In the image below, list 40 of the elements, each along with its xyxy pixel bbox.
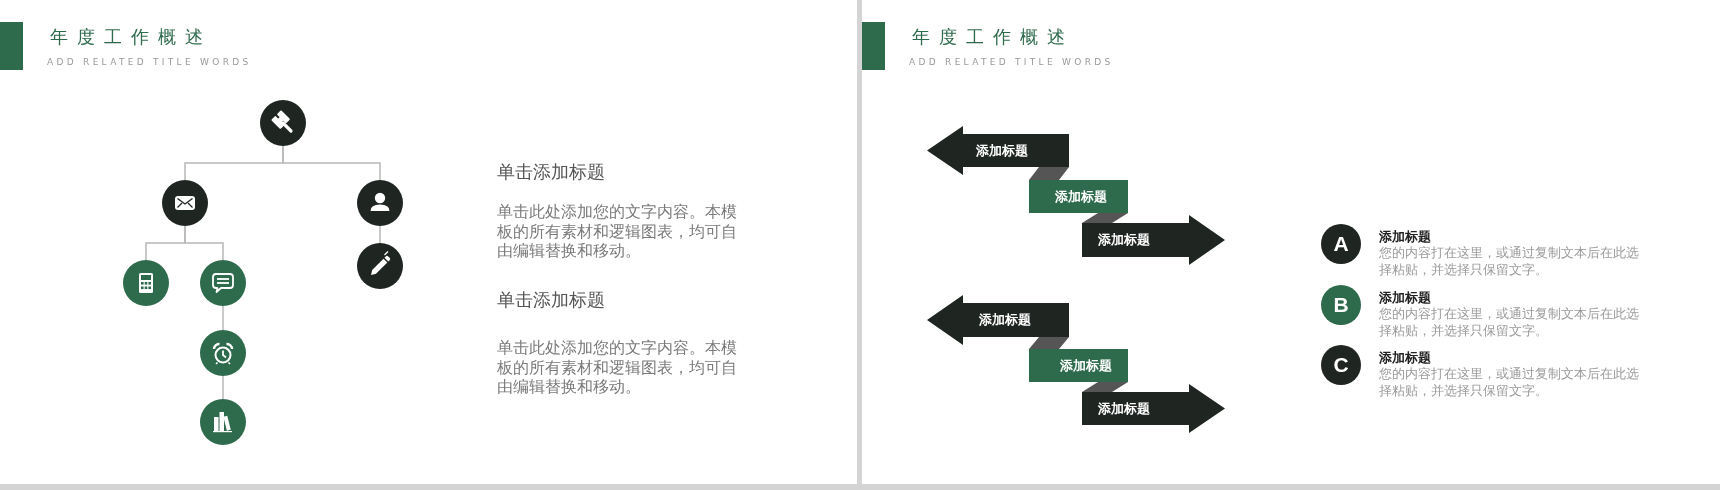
- connector-line: [379, 225, 381, 244]
- item-heading: 添加标题: [1379, 349, 1431, 366]
- item-heading: 添加标题: [1379, 289, 1431, 306]
- slide-title: 年度工作概述: [50, 26, 212, 48]
- ribbon-fold: [1082, 382, 1128, 392]
- alarm-clock-icon: [200, 330, 246, 376]
- letter-circle: C: [1321, 345, 1361, 385]
- connector-line: [222, 375, 224, 400]
- item-heading: 添加标题: [1379, 228, 1431, 245]
- item-description: 您的内容打在这里，或通过复制文本后在此选择粘贴，并选择只保留文字。: [1379, 305, 1640, 339]
- ribbon-fold: [1029, 337, 1069, 349]
- slide-title: 年度工作概述: [912, 26, 1074, 48]
- connector-line: [222, 305, 224, 331]
- connector-line: [282, 145, 381, 181]
- calculator-icon: [123, 260, 169, 306]
- slide-subtitle: ADD RELATED TITLE WORDS: [47, 57, 252, 68]
- envelope-icon: [162, 180, 208, 226]
- chat-bubble-icon: [200, 260, 246, 306]
- pen-icon: [357, 243, 403, 289]
- section-paragraph: 单击此处添加您的文字内容。本模板的所有素材和逻辑图表，均可自由编辑替换和移动。: [497, 202, 738, 261]
- ribbon-fold: [1029, 167, 1069, 180]
- person-icon: [357, 180, 403, 226]
- ribbon-block: 添加标题: [1029, 349, 1128, 382]
- section-paragraph: 单击此处添加您的文字内容。本模板的所有素材和逻辑图表，均可自由编辑替换和移动。: [497, 338, 738, 397]
- slide-subtitle: ADD RELATED TITLE WORDS: [909, 57, 1114, 68]
- item-description: 您的内容打在这里，或通过复制文本后在此选择粘贴，并选择只保留文字。: [1379, 365, 1640, 399]
- letter-circle: B: [1321, 285, 1361, 325]
- right-arrow: 添加标题: [1082, 384, 1225, 433]
- gavel-icon: [260, 100, 306, 146]
- item-description: 您的内容打在这里，或通过复制文本后在此选择粘贴，并选择只保留文字。: [1379, 244, 1640, 278]
- right-arrow: 添加标题: [1082, 215, 1225, 265]
- left-arrow: 添加标题: [927, 295, 1069, 345]
- connector-line: [184, 225, 224, 261]
- section-heading: 单击添加标题: [497, 289, 605, 311]
- books-icon: [200, 399, 246, 445]
- left-arrow: 添加标题: [927, 126, 1069, 175]
- ribbon-block: 添加标题: [1029, 180, 1128, 213]
- letter-circle: A: [1321, 224, 1361, 264]
- section-heading: 单击添加标题: [497, 161, 605, 183]
- ribbon-fold: [1082, 213, 1128, 223]
